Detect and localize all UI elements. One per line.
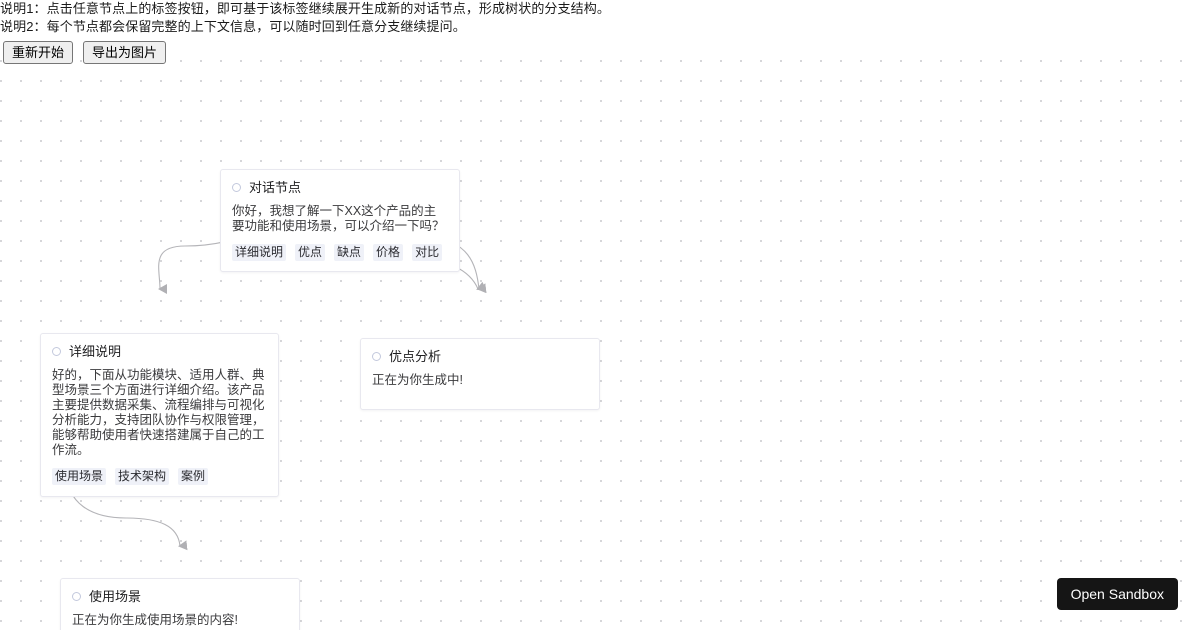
node-header: 详细说明 xyxy=(52,344,267,359)
tag-chip[interactable]: 缺点 xyxy=(334,244,365,261)
node-root[interactable]: 对话节点 你好，我想了解一下XX这个产品的主要功能和使用场景，可以介绍一下吗？ … xyxy=(220,169,460,272)
node-title: 使用场景 xyxy=(89,589,142,604)
node-header: 优点分析 xyxy=(372,349,588,364)
tag-chip[interactable]: 优点 xyxy=(295,244,326,261)
instructions-header: 说明1：点击任意节点上的标签按钮，即可基于该标签继续展开生成新的对话节点，形成树… xyxy=(0,0,610,64)
tag-chip[interactable]: 对比 xyxy=(412,244,443,261)
node-header: 对话节点 xyxy=(232,180,448,195)
node-tag-row: 使用场景 技术架构 案例 xyxy=(52,468,267,485)
node-scenario[interactable]: 使用场景 正在为你生成使用场景的内容! xyxy=(60,578,300,630)
tag-chip[interactable]: 案例 xyxy=(178,468,209,485)
circle-port-icon[interactable] xyxy=(72,592,81,601)
circle-port-icon[interactable] xyxy=(52,347,61,356)
header-button-row: 重新开始 导出为图片 xyxy=(0,41,610,64)
node-detail[interactable]: 详细说明 好的，下面从功能模块、适用人群、典型场景三个方面进行详细介绍。该产品主… xyxy=(40,333,279,497)
circle-port-icon[interactable] xyxy=(372,352,381,361)
node-body: 好的，下面从功能模块、适用人群、典型场景三个方面进行详细介绍。该产品主要提供数据… xyxy=(52,368,265,457)
node-body: 正在为你生成使用场景的内容! xyxy=(72,613,238,627)
node-advantage[interactable]: 优点分析 正在为你生成中! xyxy=(360,338,600,410)
instruction-line-1: 说明1：点击任意节点上的标签按钮，即可基于该标签继续展开生成新的对话节点，形成树… xyxy=(0,1,610,16)
node-title: 详细说明 xyxy=(69,344,122,359)
node-header: 使用场景 xyxy=(72,589,288,604)
circle-port-icon[interactable] xyxy=(232,183,241,192)
tag-chip[interactable]: 使用场景 xyxy=(52,468,107,485)
node-title: 优点分析 xyxy=(389,349,442,364)
instruction-line-2: 说明2：每个节点都会保留完整的上下文信息，可以随时回到任意分支继续提问。 xyxy=(0,19,466,34)
open-sandbox-button[interactable]: Open Sandbox xyxy=(1056,578,1178,610)
restart-button[interactable]: 重新开始 xyxy=(3,41,74,64)
tag-chip[interactable]: 详细说明 xyxy=(232,244,287,261)
tag-chip[interactable]: 技术架构 xyxy=(115,468,170,485)
node-body: 你好，我想了解一下XX这个产品的主要功能和使用场景，可以介绍一下吗？ xyxy=(232,204,445,233)
node-tag-row: 详细说明 优点 缺点 价格 对比 xyxy=(232,244,448,261)
node-body: 正在为你生成中! xyxy=(372,373,463,387)
flow-canvas[interactable]: 对话节点 你好，我想了解一下XX这个产品的主要功能和使用场景，可以介绍一下吗？ … xyxy=(0,56,1200,630)
export-image-button[interactable]: 导出为图片 xyxy=(83,41,167,64)
tag-chip[interactable]: 价格 xyxy=(373,244,404,261)
node-title: 对话节点 xyxy=(249,180,302,195)
